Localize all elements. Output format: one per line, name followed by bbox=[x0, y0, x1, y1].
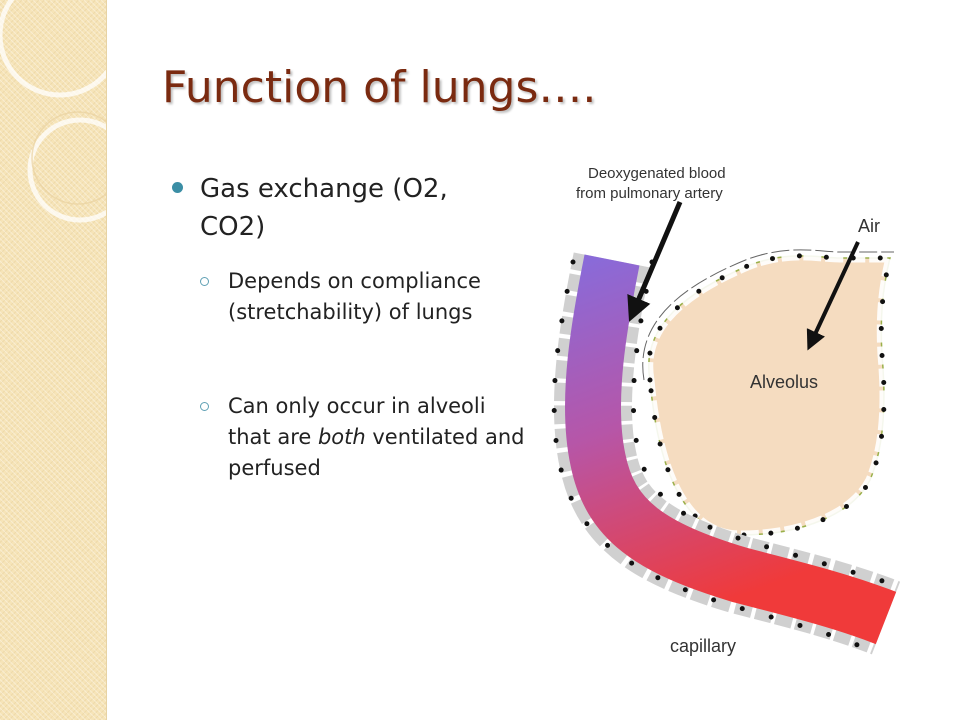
label-alveolus: Alveolus bbox=[750, 372, 818, 392]
air-arrow-icon bbox=[806, 241, 860, 351]
subbullet-text-before: Can only occur in alveoli that are bbox=[228, 394, 486, 449]
capillary-vessel bbox=[564, 254, 897, 645]
label-capillary: capillary bbox=[670, 636, 736, 656]
alveolus-wall-outline bbox=[642, 249, 894, 381]
subbullet-ring-icon bbox=[200, 402, 209, 411]
bullet-dot-icon bbox=[172, 182, 183, 193]
subbullet-text: Depends on compliance (stretchability) o… bbox=[228, 269, 481, 324]
bullet-text: Gas exchange (O2, CO2) bbox=[200, 174, 448, 242]
subbullet-ring-icon bbox=[200, 277, 209, 286]
deoxygenated-arrow-icon bbox=[627, 201, 683, 322]
alveolus-capillary-diagram: Deoxygenated blood from pulmonary artery… bbox=[551, 165, 900, 658]
capillary-cells-inner bbox=[630, 259, 889, 585]
subbullet-ventilated-perfused: Can only occur in alveoli that are both … bbox=[200, 391, 530, 484]
subbullet-text: Can only occur in alveoli that are both … bbox=[228, 391, 530, 484]
subbullet-text-after: ventilated and perfused bbox=[228, 425, 525, 480]
capillary-cells bbox=[551, 259, 883, 658]
label-deoxygenated-line2: from pulmonary artery bbox=[576, 185, 723, 202]
bullet-gas-exchange: Gas exchange (O2, CO2) bbox=[172, 170, 512, 246]
decorative-sidebar bbox=[0, 0, 107, 720]
label-deoxygenated-line1: Deoxygenated blood bbox=[588, 165, 726, 182]
subbullet-emphasis: both bbox=[317, 425, 366, 449]
subbullet-compliance: Depends on compliance (stretchability) o… bbox=[200, 266, 530, 328]
circle-decoration bbox=[0, 0, 106, 223]
slide-title: Function of lungs…. bbox=[162, 62, 597, 113]
label-air: Air bbox=[858, 216, 880, 236]
